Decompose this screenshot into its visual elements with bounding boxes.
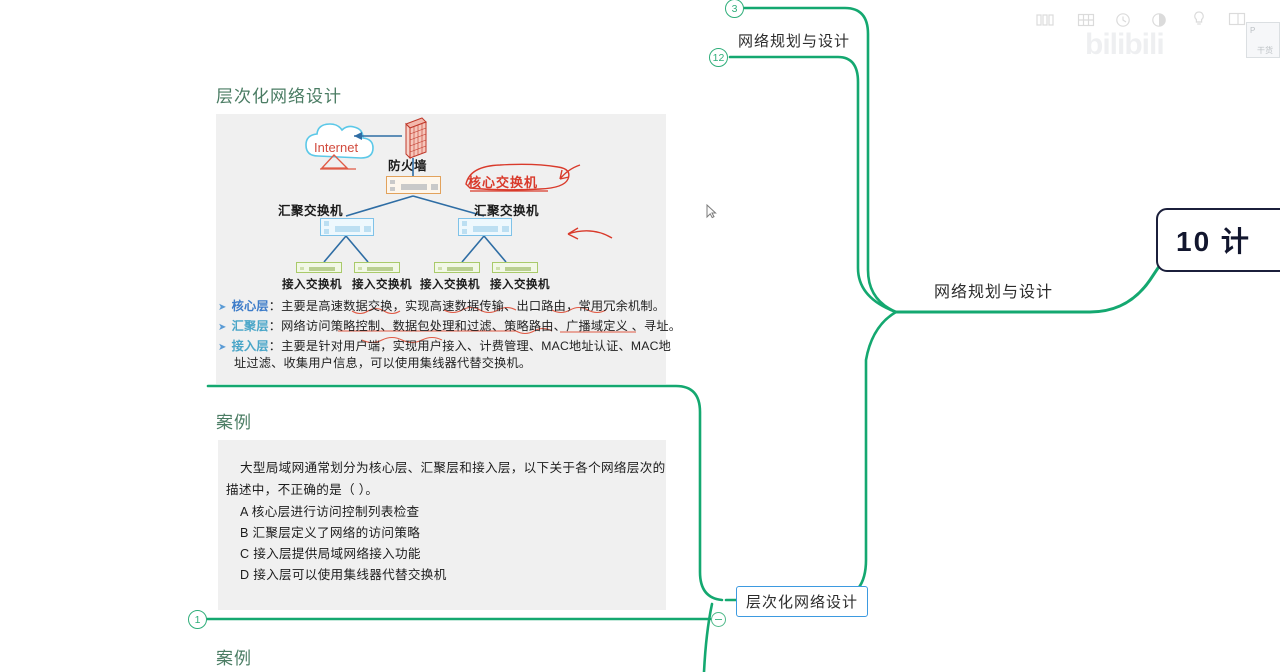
bullet-access-layer: ➤ 接入层：主要是针对用户端，实现用户接入、计费管理、MAC地址认证、MAC地 xyxy=(218,338,671,356)
watermark-badge-letter: P xyxy=(1250,26,1256,35)
bullet-arrow-icon: ➤ xyxy=(218,322,227,333)
internet-cloud-icon xyxy=(305,123,374,170)
section-title-hierarchical-design: 层次化网络设计 xyxy=(216,87,342,106)
bullet-arrow-icon: ➤ xyxy=(218,342,227,353)
case-question-line-1: 大型局域网通常划分为核心层、汇聚层和接入层，以下关于各个网络层次的 xyxy=(240,461,666,475)
case-option-c[interactable]: C 接入层提供局域网络接入功能 xyxy=(240,547,421,561)
bullet-distribution-layer: ➤ 汇聚层：网络访问策略控制、数据包处理和过滤、策略路由、广播域定义 、寻址。 xyxy=(218,318,681,336)
bullet-key-distribution: 汇聚层 xyxy=(231,319,269,333)
core-switch-annotation-label: 核心交换机 xyxy=(468,175,539,190)
distribution-switch-label-right: 汇聚交换机 xyxy=(474,204,540,218)
case-option-b[interactable]: B 汇聚层定义了网络的访问策略 xyxy=(240,526,421,540)
distribution-callout-arrow xyxy=(567,227,613,240)
case-question-line-2: 描述中，不正确的是（ ）。 xyxy=(226,483,379,497)
bullet-sep-distribution: ： xyxy=(268,319,282,333)
distribution-switch-device-left xyxy=(320,218,374,236)
topology-links xyxy=(323,132,507,263)
bullet-sep-core: ： xyxy=(268,299,282,313)
mindmap-node-hierarchical-design-selected[interactable]: 层次化网络设计 xyxy=(736,586,869,617)
collapse-toggle-icon[interactable] xyxy=(711,612,726,627)
bullet-core-layer: ➤ 核心层：主要是高速数据交换，实现高速数据传输、出口路由，常用冗余机制。 xyxy=(218,298,665,316)
core-switch-device xyxy=(386,176,441,194)
section-title-case-2: 案例 xyxy=(216,649,252,668)
case-option-d[interactable]: D 接入层可以使用集线器代替交换机 xyxy=(240,568,447,582)
watermark-badge-card: P 干货 xyxy=(1246,22,1280,58)
node-marker-count-12[interactable]: 12 xyxy=(709,48,728,67)
node-marker-count-1[interactable]: 1 xyxy=(188,610,207,629)
distribution-switch-label-left: 汇聚交换机 xyxy=(278,204,344,218)
node-marker-count-3[interactable]: 3 xyxy=(725,0,744,18)
bullet-sep-access: ： xyxy=(268,339,282,353)
case-option-a[interactable]: A 核心层进行访问控制列表检查 xyxy=(240,505,420,519)
access-switch-label-4: 接入交换机 xyxy=(490,279,550,291)
access-switch-device-3 xyxy=(434,262,480,273)
bullet-text-distribution: 网络访问策略控制、数据包处理和过滤、策略路由、广播域定义 、寻址。 xyxy=(281,319,682,333)
access-switch-device-4 xyxy=(492,262,538,273)
slide-image-panel[interactable]: Internet 防火墙 xyxy=(216,114,666,384)
case-question-panel[interactable]: 大型局域网通常划分为核心层、汇聚层和接入层，以下关于各个网络层次的 描述中，不正… xyxy=(218,440,666,610)
internet-label: Internet xyxy=(314,140,359,155)
access-switch-device-1 xyxy=(296,262,342,273)
access-switch-device-2 xyxy=(354,262,400,273)
grid-icon[interactable] xyxy=(1077,12,1095,33)
firewall-label: 防火墙 xyxy=(388,159,428,173)
mindmap-node-network-planning-main[interactable]: 网络规划与设计 xyxy=(934,284,1054,301)
content-column: 层次化网络设计 Internet xyxy=(216,87,681,668)
access-switch-label-2: 接入交换机 xyxy=(352,279,412,291)
bullet-arrow-icon: ➤ xyxy=(218,302,227,313)
bullet-key-access: 接入层 xyxy=(231,339,269,353)
watermark-badge-text: 干货 xyxy=(1257,46,1273,55)
bulb-icon[interactable] xyxy=(1190,10,1208,33)
contrast-icon[interactable] xyxy=(1150,12,1168,33)
network-topology-diagram: Internet 防火墙 xyxy=(216,114,666,384)
bullet-text-access-cont: 址过滤、收集用户信息，可以使用集线器代替交换机。 xyxy=(234,356,532,370)
clock-icon[interactable] xyxy=(1114,12,1132,33)
bullet-text-access: 主要是针对用户端，实现用户接入、计费管理、MAC地址认证、MAC地 xyxy=(281,339,671,353)
bullet-key-core: 核心层 xyxy=(231,299,269,313)
section-title-case-1: 案例 xyxy=(216,413,252,432)
access-switch-label-1: 接入交换机 xyxy=(282,279,342,291)
mindmap-node-network-planning-top[interactable]: 网络规划与设计 xyxy=(738,33,851,50)
bullet-access-layer-cont: 址过滤、收集用户信息，可以使用集线器代替交换机。 xyxy=(234,355,531,372)
bullet-text-core: 主要是高速数据交换，实现高速数据传输、出口路由，常用冗余机制。 xyxy=(281,299,666,313)
bilibili-watermark: bilibili xyxy=(1085,28,1165,61)
columns-icon[interactable] xyxy=(1036,12,1054,33)
core-switch-callout-annotation xyxy=(465,163,581,192)
firewall-icon xyxy=(405,117,427,160)
mindmap-root-node[interactable]: 10 计 xyxy=(1156,208,1280,272)
bullet-underline-annotations xyxy=(338,306,636,344)
distribution-switch-device-right xyxy=(458,218,512,236)
access-switch-label-3: 接入交换机 xyxy=(420,279,480,291)
window-icon[interactable] xyxy=(1228,11,1246,32)
mouse-cursor xyxy=(706,204,717,219)
